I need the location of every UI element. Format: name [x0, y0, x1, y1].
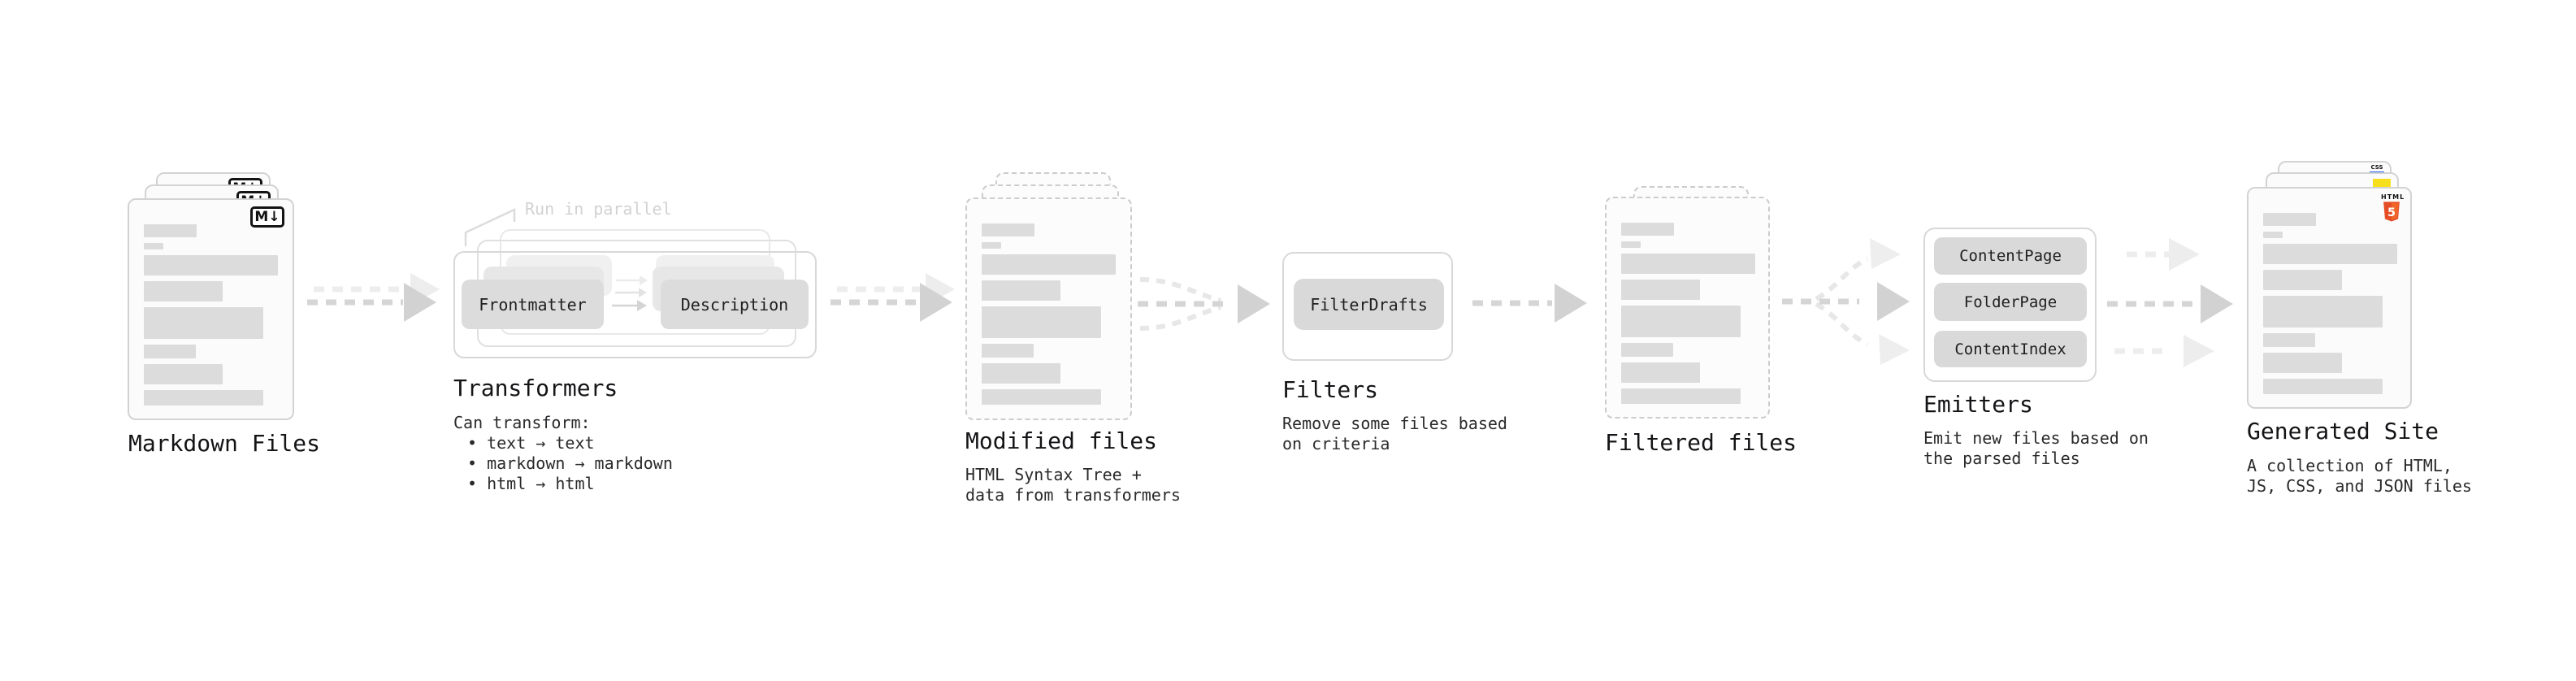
filtered-files-title: Filtered files: [1605, 429, 1798, 456]
arrow-emitters-to-site: [2107, 238, 2233, 367]
modified-files-description: HTML Syntax Tree + data from transformer…: [965, 465, 1181, 505]
document-text-placeholder: [2263, 213, 2397, 394]
arrow-filters-to-filtered: [1472, 284, 1587, 323]
arrow-markdown-to-transformers: [307, 273, 440, 322]
contentpage-pill: ContentPage: [1934, 237, 2087, 275]
folderpage-pill: FolderPage: [1934, 283, 2087, 321]
svg-text:5: 5: [2387, 206, 2396, 219]
document-text-placeholder: [982, 223, 1116, 405]
description-pill: Description: [661, 280, 809, 329]
run-in-parallel-note: Run in parallel: [525, 199, 672, 219]
arrow-transformers-to-modified: [830, 273, 955, 322]
document-text-placeholder: [144, 224, 278, 406]
transformers-description: Can transform: • text → text • markdown …: [453, 413, 673, 493]
frontmatter-pill: Frontmatter: [462, 280, 604, 329]
markdown-file-card-front: M↓: [128, 198, 294, 420]
filters-description: Remove some files based on criteria: [1282, 414, 1507, 453]
document-text-placeholder: [1621, 223, 1755, 404]
emitters-title: Emitters: [1923, 391, 2033, 418]
generated-site-description: A collection of HTML, JS, CSS, and JSON …: [2247, 456, 2472, 496]
html5-icon: HTML 5: [2381, 194, 2404, 223]
transformer-container-front: [453, 251, 817, 358]
generated-site-title: Generated Site: [2247, 418, 2439, 445]
filterdrafts-pill: FilterDrafts: [1294, 279, 1444, 330]
markdown-icon: M↓: [250, 206, 284, 228]
modified-files-title: Modified files: [965, 427, 1158, 454]
markdown-files-title: Markdown Files: [128, 430, 321, 457]
emitters-description: Emit new files based on the parsed files: [1923, 428, 2149, 468]
arrow-fanout-to-emitters: [1782, 238, 1910, 365]
filters-title: Filters: [1282, 376, 1379, 403]
filtered-file-card-front: [1605, 197, 1770, 419]
modified-file-card-front: [965, 197, 1132, 420]
transformers-title: Transformers: [453, 375, 618, 401]
arrow-merge-to-filters: [1138, 277, 1270, 331]
site-file-card-html: HTML 5: [2247, 187, 2412, 409]
contentindex-pill: ContentIndex: [1934, 331, 2087, 367]
